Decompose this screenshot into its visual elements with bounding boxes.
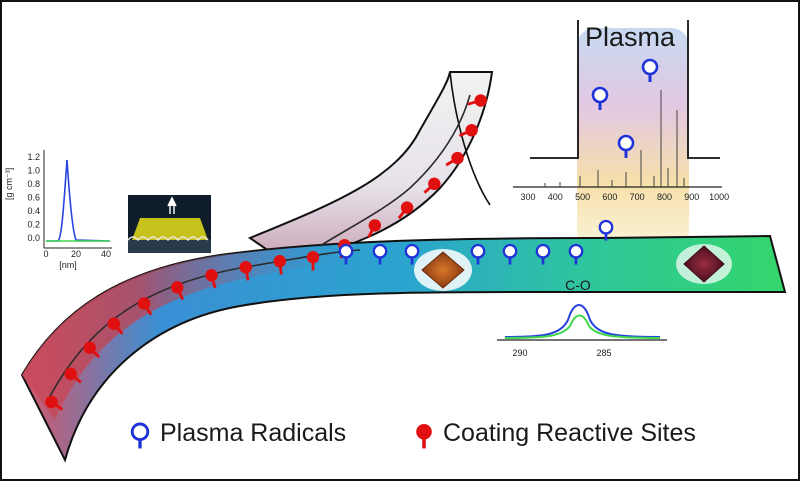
ms-tick-label: 400	[548, 192, 563, 202]
mass-spectrum: 300 400 500 600 700 800 900 1000	[513, 90, 729, 202]
depth-ytick-label: 0.4	[27, 206, 40, 216]
depth-xtick-label: 0	[43, 249, 48, 259]
ms-tick-label: 800	[657, 192, 672, 202]
upper-strip	[247, 71, 494, 264]
depth-profile: [g cm⁻³] [nm] 1.2 1.0 0.8 0.6 0.4 0.2 0.0 0 20 4…	[4, 150, 112, 270]
depth-ylabel: [g cm⁻³]	[4, 168, 14, 200]
ms-tick-label: 600	[602, 192, 617, 202]
xps-tick-label: 285	[596, 348, 611, 358]
xps-plot: C-O 290 285	[497, 277, 667, 358]
upper-strip-edge	[449, 71, 491, 206]
depth-ytick-label: 0.8	[27, 179, 40, 189]
depth-xtick-label: 20	[71, 249, 81, 259]
xps-tick-label: 290	[512, 348, 527, 358]
ms-tick-label: 1000	[709, 192, 729, 202]
ms-tick-label: 700	[630, 192, 645, 202]
xps-peak-label: C-O	[565, 277, 591, 293]
crystal-orange	[414, 249, 472, 291]
depth-ytick-label: 0.0	[27, 233, 40, 243]
depth-xtick-label: 40	[101, 249, 111, 259]
legend: Plasma Radicals Coating Reactive Sites	[130, 419, 696, 450]
depth-ytick-label: 0.2	[27, 220, 40, 230]
crystal-dark	[676, 244, 732, 284]
upper-coating-line	[319, 94, 471, 247]
depth-ytick-label: 0.6	[27, 193, 40, 203]
plasma-title: Plasma	[585, 22, 676, 52]
ms-tick-label: 500	[575, 192, 590, 202]
depth-xlabel: [nm]	[59, 260, 77, 270]
depth-ytick-label: 1.0	[27, 166, 40, 176]
ms-tick-label: 900	[684, 192, 699, 202]
legend-radicals-label: Plasma Radicals	[160, 419, 346, 447]
legend-sites-label: Coating Reactive Sites	[443, 419, 696, 447]
coating-inset	[127, 195, 211, 253]
plasma-chamber	[530, 20, 720, 159]
depth-ytick-label: 1.2	[27, 152, 40, 162]
ms-tick-label: 300	[520, 192, 535, 202]
